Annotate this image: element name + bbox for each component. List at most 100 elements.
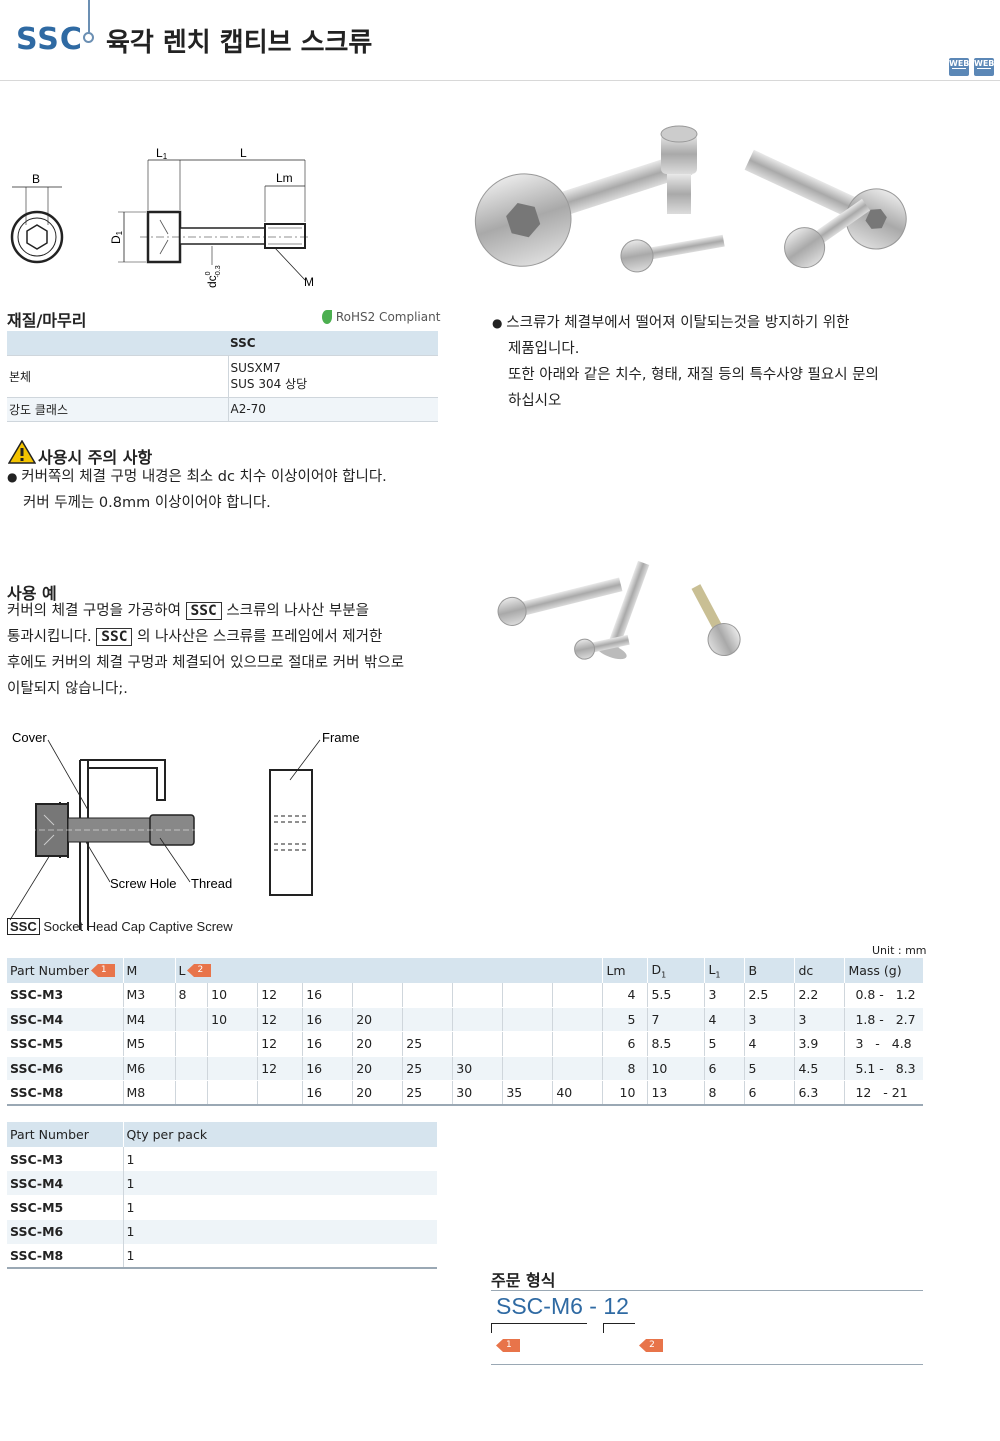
table-cell: 6 bbox=[744, 1080, 796, 1106]
table-cell: 3 bbox=[794, 1007, 846, 1033]
unit-label: Unit : mm bbox=[872, 944, 927, 957]
table-cell: 30 bbox=[452, 1080, 504, 1106]
table-cell bbox=[452, 983, 504, 1008]
svg-text:Lm: Lm bbox=[276, 171, 293, 185]
description: ● 스크류가 체결부에서 떨어져 이탈되는것을 방지하기 위한 제품입니다. 또… bbox=[492, 315, 879, 409]
table-cell: 12 bbox=[257, 1007, 304, 1033]
table-cell: 13 bbox=[647, 1080, 706, 1106]
table-cell bbox=[207, 1080, 259, 1106]
web-badge-icon[interactable]: WEB bbox=[949, 58, 969, 76]
table-cell: 4 bbox=[704, 1007, 746, 1033]
table-cell: 2.5 bbox=[744, 983, 796, 1008]
table-cell: 6 bbox=[704, 1056, 746, 1082]
table-cell bbox=[207, 1056, 259, 1082]
table-cell bbox=[502, 1031, 554, 1057]
caution-title: 사용시 주의 사항 bbox=[38, 448, 153, 467]
table-cell: 5.5 bbox=[647, 983, 706, 1008]
svg-text:L: L bbox=[240, 146, 247, 160]
diagram-caption: SSC Socket Head Cap Captive Screw bbox=[7, 918, 233, 935]
table-cell: 35 bbox=[502, 1080, 554, 1106]
dim-b-label: B bbox=[32, 172, 40, 186]
table-cell bbox=[207, 1031, 259, 1057]
table-cell: 10 bbox=[647, 1056, 706, 1082]
order-bracket-1 bbox=[491, 1323, 587, 1333]
table-cell: 6 bbox=[602, 1031, 649, 1057]
table-cell: M3 bbox=[123, 983, 176, 1008]
rohs-badge: RoHS2 Compliant bbox=[322, 310, 440, 324]
table-cell: 3.9 bbox=[794, 1031, 846, 1057]
material-row-label: 본체 bbox=[7, 355, 229, 398]
table-cell: 12 bbox=[257, 1056, 304, 1082]
table-cell bbox=[452, 1007, 504, 1033]
table-cell: 20 bbox=[352, 1031, 404, 1057]
table-cell: 5 bbox=[602, 1007, 649, 1033]
table-cell: 1 bbox=[126, 1151, 135, 1167]
example-text: 커버의 체결 구멍을 가공하여 SSC 스크류의 나사산 부분을 통과시킵니다.… bbox=[7, 602, 405, 697]
table-cell: 2.2 bbox=[794, 983, 846, 1008]
assembly-diagram: Cover Frame Screw Hole Thread bbox=[9, 730, 360, 930]
table-cell: 1 bbox=[123, 1243, 437, 1269]
table-cell bbox=[502, 1056, 554, 1082]
table-cell: 0.8 - 1.2 bbox=[844, 983, 923, 1008]
table-cell bbox=[552, 1007, 604, 1033]
table-cell: SSC-M5 bbox=[7, 1195, 124, 1220]
table-cell: 16 bbox=[302, 1007, 354, 1033]
thread-label: Thread bbox=[191, 876, 232, 891]
table-cell: 10 bbox=[207, 983, 259, 1008]
table-cell: 16 bbox=[302, 1080, 354, 1106]
table-cell bbox=[175, 1007, 209, 1033]
table-cell: 16 bbox=[302, 1056, 354, 1082]
order-flag-2: 2 bbox=[639, 1339, 664, 1352]
table-cell: 1 bbox=[126, 1199, 135, 1215]
table-cell: 25 bbox=[402, 1056, 454, 1082]
table-cell: 7 bbox=[647, 1007, 706, 1033]
table-cell bbox=[552, 1031, 604, 1057]
screw-hole-label: Screw Hole bbox=[110, 876, 176, 891]
order-rule bbox=[491, 1290, 923, 1291]
table-cell: 10 bbox=[207, 1007, 259, 1033]
table-cell: 25 bbox=[402, 1080, 454, 1106]
table-cell: 8.5 bbox=[647, 1031, 706, 1057]
table-cell bbox=[175, 1056, 209, 1082]
order-title: 주문 형식 bbox=[491, 1271, 556, 1290]
table-cell: 12 bbox=[257, 983, 304, 1008]
material-title: 재질/마무리 bbox=[7, 311, 87, 330]
dimension-drawing: B L1 L Lm M D1 dc0-0.3 bbox=[10, 146, 314, 289]
order-code: SSC-M6 - 12 bbox=[496, 1293, 629, 1319]
table-cell: 16 bbox=[302, 983, 354, 1008]
table-cell bbox=[502, 1007, 554, 1033]
table-cell bbox=[402, 983, 454, 1008]
svg-text:M: M bbox=[304, 275, 314, 289]
product-code: SSC bbox=[16, 22, 83, 57]
table-cell: 20 bbox=[352, 1080, 404, 1106]
header-divider bbox=[88, 0, 90, 34]
usage-photo bbox=[497, 560, 741, 660]
page-title: 육각 렌치 캡티브 스크류 bbox=[106, 28, 373, 58]
table-cell: 3 - 4.8 bbox=[844, 1031, 923, 1057]
table-cell: 12 bbox=[257, 1031, 304, 1057]
table-cell: M6 bbox=[123, 1056, 176, 1082]
table-cell: SSC-M4 bbox=[7, 1007, 124, 1033]
table-cell: 5 bbox=[704, 1031, 746, 1057]
material-row-label: 강도 클래스 bbox=[7, 397, 229, 422]
table-cell: 4 bbox=[602, 983, 649, 1008]
header-dot-icon bbox=[83, 32, 94, 43]
web-badge-icon[interactable]: WEB bbox=[974, 58, 994, 76]
table-cell: 10 bbox=[602, 1080, 649, 1106]
table-cell: 16 bbox=[302, 1031, 354, 1057]
table-cell: SSC-M6 bbox=[7, 1219, 124, 1244]
table-cell: 40 bbox=[552, 1080, 604, 1106]
header-rule bbox=[0, 80, 1000, 81]
table-cell: 5 bbox=[744, 1056, 796, 1082]
table-cell: SSC-M8 bbox=[7, 1243, 124, 1269]
table-cell: 6.3 bbox=[794, 1080, 846, 1106]
table-cell: 5.1 - 8.3 bbox=[844, 1056, 923, 1082]
